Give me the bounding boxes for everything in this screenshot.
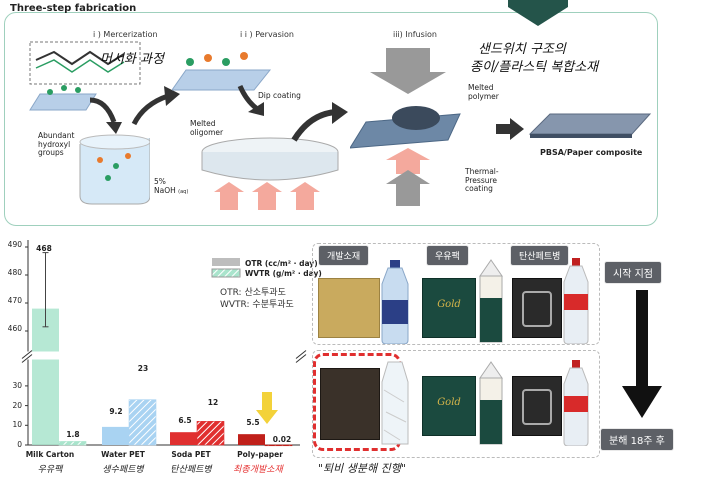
y-tick: 490 <box>7 240 22 249</box>
value-label: 12 <box>207 398 219 407</box>
wvtr-bar <box>264 444 293 447</box>
y-tick: 0 <box>17 440 22 449</box>
legend-swatch-otr <box>212 258 240 266</box>
value-label: 9.2 <box>109 407 123 416</box>
barrier-chart <box>0 240 310 447</box>
y-tick: 20 <box>12 401 22 410</box>
label-developed: 개발소재 <box>318 245 370 266</box>
sandwich-korean-2: 종이/플라스틱 복합소재 <box>470 60 599 75</box>
milk-carton-after-sample: Gold <box>422 376 476 436</box>
composite-sheet-illustration <box>528 113 652 138</box>
soda-pet-after-sample <box>512 376 562 436</box>
fabrication-title: Three-step fabrication <box>10 3 137 14</box>
axis-break-mark <box>295 350 307 359</box>
infusion-illustration <box>350 48 461 206</box>
gold-text: Gold <box>437 299 461 310</box>
highlight-arrow-icon <box>256 392 278 424</box>
degraded-material-sample <box>320 368 380 440</box>
arrow-right-icon <box>496 118 524 140</box>
otr-bar <box>102 426 129 445</box>
wvtr-bar <box>196 421 225 446</box>
dip-coating-label: Dip coating <box>258 91 301 100</box>
value-label: 0.02 <box>272 435 292 444</box>
soda-pet-sample <box>512 278 562 338</box>
arrow-icon <box>131 86 180 126</box>
arrow-icon <box>237 84 264 116</box>
arrow-icon <box>89 97 122 134</box>
category-label: Water PET <box>101 450 145 459</box>
axis-break-mark <box>21 354 33 363</box>
value-label: 468 <box>36 244 52 253</box>
category-label-kr: 우유팩 <box>37 465 63 475</box>
category-label-kr-highlight: 최종개발소재 <box>233 465 283 475</box>
milk-carton-icon <box>479 361 503 445</box>
wvtr-bar <box>128 399 157 446</box>
after-row <box>312 350 600 458</box>
mercerization-korean: 머서화 과정 <box>100 52 164 67</box>
axis-break-gap <box>0 351 310 360</box>
legend-otr: OTR (cc/m² · day) <box>245 259 318 268</box>
developed-material-sample <box>318 278 380 338</box>
legend-wvtr: WVTR (g/m² · day) <box>245 269 322 278</box>
step1-label: i ) Mercerization <box>93 30 158 39</box>
category-label-kr: 탄산페트병 <box>170 465 212 475</box>
label-after: 분해 18주 후 <box>600 428 674 451</box>
value-label: 23 <box>137 364 149 373</box>
otr-bar <box>170 432 197 445</box>
step3-label: iii) Infusion <box>393 30 438 39</box>
label-soda: 탄산페트병 <box>510 245 570 266</box>
otr-bar <box>32 308 59 445</box>
composite-label: PBSA/Paper composite <box>540 148 643 157</box>
soda-bottle-icon <box>563 258 589 344</box>
y-tick: 470 <box>7 296 22 305</box>
y-tick: 480 <box>7 268 22 277</box>
legend-note-otr: OTR: 산소투과도 <box>220 288 286 298</box>
label-milk: 우유팩 <box>426 245 469 266</box>
milk-carton-sample: Gold <box>422 278 476 338</box>
axis-break-mark <box>21 350 33 359</box>
sandwich-korean-1: 샌드위치 구조의 <box>478 42 566 57</box>
y-tick: 460 <box>7 324 22 333</box>
gold-text: Gold <box>437 397 461 408</box>
marker-triangle <box>508 0 568 26</box>
arrow-icon <box>291 102 348 142</box>
legend-swatch-wvtr <box>211 268 241 278</box>
soda-bottle-icon <box>563 360 589 446</box>
naoh-label: 5% NaOH (aq) <box>154 177 189 195</box>
wvtr-bar <box>58 441 87 446</box>
value-label: 5.5 <box>246 418 260 427</box>
milk-carton-icon <box>479 259 503 343</box>
label-start: 시작 지점 <box>604 261 662 284</box>
step2-label: i i ) Pervasion <box>240 30 294 39</box>
water-bottle-icon <box>381 260 409 344</box>
y-tick: 10 <box>12 420 22 429</box>
petri-dish-illustration <box>201 137 339 210</box>
otr-bar <box>238 434 265 445</box>
axis-break-mark <box>295 354 307 363</box>
arrow-down-icon <box>622 290 662 418</box>
category-label: Milk Carton <box>25 450 75 459</box>
y-tick: 30 <box>12 381 22 390</box>
category-label: Poly-paper <box>237 450 283 459</box>
compost-caption: "퇴비 생분해 진행" <box>318 462 406 475</box>
category-label: Soda PET <box>171 450 211 459</box>
value-label: 1.8 <box>66 430 80 439</box>
start-row <box>312 243 600 345</box>
category-label-kr: 생수페트병 <box>102 465 144 475</box>
mercerization-illustration <box>29 41 150 205</box>
paper-sheet-illustration <box>172 52 272 91</box>
degraded-bottle-icon <box>381 361 409 445</box>
legend-note-wvtr: WVTR: 수분투과도 <box>220 300 294 310</box>
value-label: 6.5 <box>178 416 192 425</box>
